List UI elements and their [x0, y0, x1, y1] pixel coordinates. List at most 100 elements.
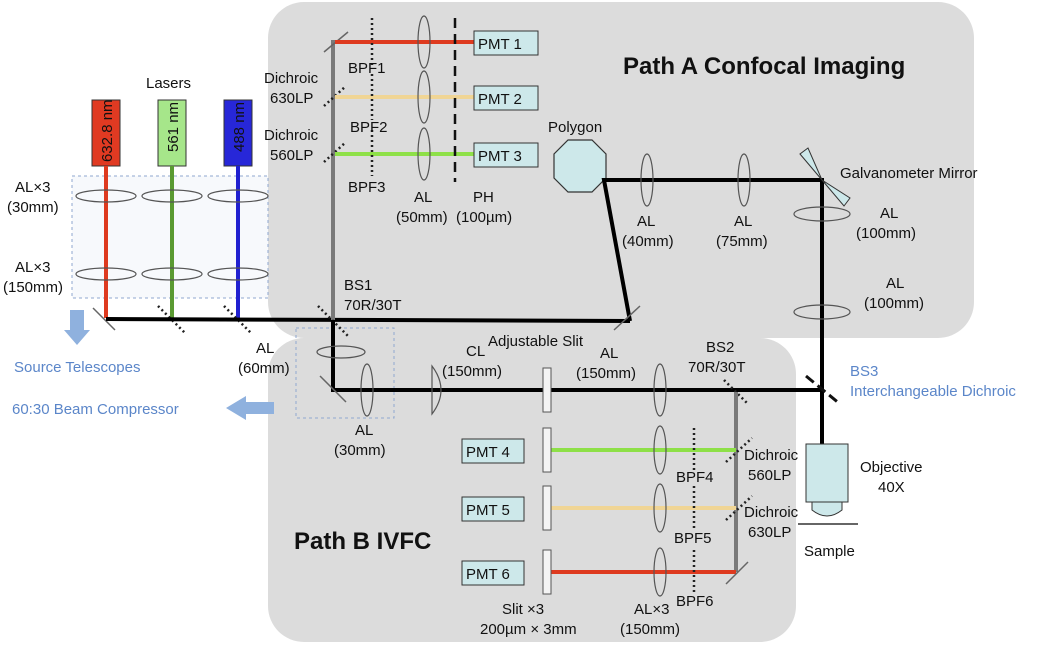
- pmt2-label: PMT 2: [478, 91, 522, 108]
- lens-al150: [653, 363, 667, 417]
- label-slit3-b: 200µm × 3mm: [480, 621, 577, 638]
- lens-al150-b3: [653, 547, 667, 597]
- lens-al50-2: [417, 70, 431, 124]
- mirror-red: [92, 307, 116, 331]
- lens-al30-1: [75, 189, 137, 203]
- lens-al150-2: [141, 267, 203, 281]
- left-arrow: [226, 396, 274, 420]
- label-cl-a: CL: [466, 343, 485, 360]
- pmt6-label: PMT 6: [466, 566, 510, 583]
- pmt2-box: [473, 85, 539, 111]
- pmt6-box: [461, 560, 525, 586]
- label-al3-30-b: (30mm): [7, 199, 59, 216]
- laser-488-label: 488 nm: [231, 102, 248, 152]
- pmt3-label: PMT 3: [478, 148, 522, 165]
- label-bpf6: BPF6: [676, 593, 714, 610]
- laser-488-box: [223, 99, 253, 167]
- beam-path-b: [331, 320, 824, 444]
- laser-632-label: 632.8 nm: [99, 99, 116, 162]
- label-galvo: Galvanometer Mirror: [840, 165, 978, 182]
- lens-al150-b2: [653, 483, 667, 533]
- dichroic-blue: [223, 305, 253, 335]
- label-al60-b: (60mm): [238, 360, 290, 377]
- label-al75-b: (75mm): [716, 233, 768, 250]
- beam-main-horizontal: [105, 317, 631, 323]
- label-bpf5: BPF5: [674, 530, 712, 547]
- label-al150-b: (150mm): [576, 365, 636, 382]
- pmt1-box: [473, 30, 539, 56]
- label-dich560b-b: 560LP: [748, 467, 791, 484]
- label-slit3-a: Slit ×3: [502, 601, 544, 618]
- label-al150-a: AL: [600, 345, 618, 362]
- beam-scan-path: [601, 178, 824, 390]
- label-al40-a: AL: [637, 213, 655, 230]
- laser-561-box: [157, 99, 187, 167]
- label-bpf3: BPF3: [348, 179, 386, 196]
- label-bs3-b: Interchangeable Dichroic: [850, 383, 1016, 400]
- cylindrical-lens: [431, 364, 442, 416]
- lens-al150-3: [207, 267, 269, 281]
- lens-al100-1: [793, 206, 851, 222]
- pmt4-label: PMT 4: [466, 444, 510, 461]
- lens-al50-3: [417, 127, 431, 181]
- label-al3-30-a: AL×3: [15, 179, 50, 196]
- label-bs2-a: BS2: [706, 339, 734, 356]
- label-al100b-a: AL: [886, 275, 904, 292]
- label-al75-a: AL: [734, 213, 752, 230]
- dichroic-green: [157, 305, 187, 335]
- laser-632-box: [91, 99, 121, 167]
- dichroic-630lp-b: [725, 495, 753, 521]
- label-al40-b: (40mm): [622, 233, 674, 250]
- label-source-telescopes: Source Telescopes: [14, 359, 140, 376]
- bottom-mirror: [725, 561, 749, 585]
- label-dich630b-a: Dichroic: [744, 504, 799, 521]
- label-al100b-b: (100mm): [864, 295, 924, 312]
- label-al30b-a: AL: [355, 422, 373, 439]
- pmt5-label: PMT 5: [466, 502, 510, 519]
- label-bs2-b: 70R/30T: [688, 359, 746, 376]
- pmt1-label: PMT 1: [478, 36, 522, 53]
- pmt5-box: [461, 496, 525, 522]
- lens-al40: [640, 153, 654, 207]
- label-dich630b-b: 630LP: [748, 524, 791, 541]
- slit-4: [542, 427, 552, 473]
- label-bs3-a: BS3: [850, 363, 878, 380]
- laser-561-label: 561 nm: [165, 102, 182, 152]
- down-arrow: [64, 310, 90, 345]
- label-bs1-a: BS1: [344, 277, 372, 294]
- label-ph-b: (100µm): [456, 209, 512, 226]
- label-bpf2: BPF2: [350, 119, 388, 136]
- beam-compressor-box: [295, 327, 395, 419]
- path-a-panel: [268, 2, 974, 338]
- label-al30b-b: (30mm): [334, 442, 386, 459]
- path-b-title: Path B IVFC: [294, 528, 431, 555]
- label-dich630-b: 630LP: [270, 90, 313, 107]
- lens-al30-b: [360, 363, 374, 417]
- adjustable-slit: [542, 367, 552, 413]
- path-a-title: Path A Confocal Imaging: [623, 53, 905, 80]
- lens-al150-b1: [653, 425, 667, 475]
- label-al100a-a: AL: [880, 205, 898, 222]
- label-al3-150-b: (150mm): [3, 279, 63, 296]
- lens-al100-2: [793, 304, 851, 320]
- lasers-heading: Lasers: [146, 75, 191, 92]
- lens-al30-2: [141, 189, 203, 203]
- label-dich560-b: 560LP: [270, 147, 313, 164]
- label-bpf4: BPF4: [676, 469, 714, 486]
- label-objective-a: Objective: [860, 459, 923, 476]
- label-sample: Sample: [804, 543, 855, 560]
- label-al50-a: AL: [414, 189, 432, 206]
- galvo-mirror-shape: [799, 147, 851, 207]
- mirror-compressor: [319, 375, 347, 403]
- lens-al75: [737, 153, 751, 207]
- dichroic-560lp-b: [725, 437, 753, 463]
- label-al3-150-a: AL×3: [15, 259, 50, 276]
- label-dich560b-a: Dichroic: [744, 447, 799, 464]
- polygon-mirror: [553, 139, 607, 193]
- label-bs1-b: 70R/30T: [344, 297, 402, 314]
- label-bpf1: BPF1: [348, 60, 386, 77]
- slit-5: [542, 485, 552, 531]
- mirror-scan: [613, 305, 641, 331]
